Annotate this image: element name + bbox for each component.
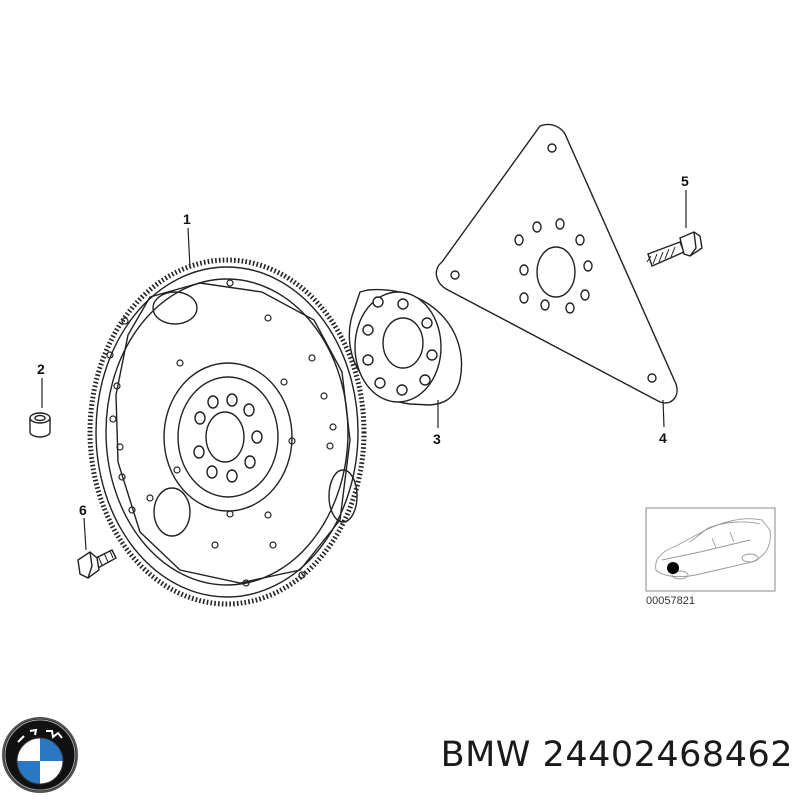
flywheel-ring-gear [87,257,367,607]
flywheel-window [152,291,198,325]
car-outline [655,518,771,580]
flywheel-outer-rim [95,266,359,598]
callout-5: 5 [681,173,689,189]
flex-plate-corner-hole [647,373,657,383]
bolt-part-5 [646,231,703,267]
logo-lettering [17,728,63,743]
flywheel-perimeter-holes [106,279,337,587]
flex-plate-part [435,123,678,404]
part-caption: BMW 24402468462 [408,735,793,775]
reference-code: 00057821 [646,595,695,607]
bolt-part-6 [77,549,117,579]
callout-leaders [41,190,687,551]
flex-plate-center-bore [536,246,576,298]
location-marker [667,562,679,574]
flywheel-part [87,257,367,607]
bushing-part [29,412,51,438]
spacer-ring-part [348,288,463,406]
flywheel-center-bore [205,411,245,463]
spacer-ring-holes [362,296,438,396]
callout-labels: 1 2 3 4 5 6 [37,173,689,518]
flywheel-hub-inner [177,376,279,498]
callout-4: 4 [659,430,667,446]
flywheel-hub-holes [193,393,263,483]
vehicle-reference-thumbnail: 00057821 [645,507,776,607]
callout-2: 2 [37,361,45,377]
flywheel-plate [115,282,351,584]
brand-name: BMW [440,735,531,775]
flywheel-hub-outer [163,362,293,512]
flex-plate-bolt-holes [514,218,593,314]
flex-plate-corner-hole [450,270,460,280]
callout-1: 1 [183,211,191,227]
flywheel-window [328,469,358,523]
flywheel-inner-rim [105,278,349,586]
part-number: 24402468462 [542,735,793,775]
callout-3: 3 [433,431,441,447]
flywheel-window [153,487,191,537]
callout-6: 6 [79,502,87,518]
flex-plate-corner-hole [547,143,557,153]
bmw-logo [2,717,78,793]
